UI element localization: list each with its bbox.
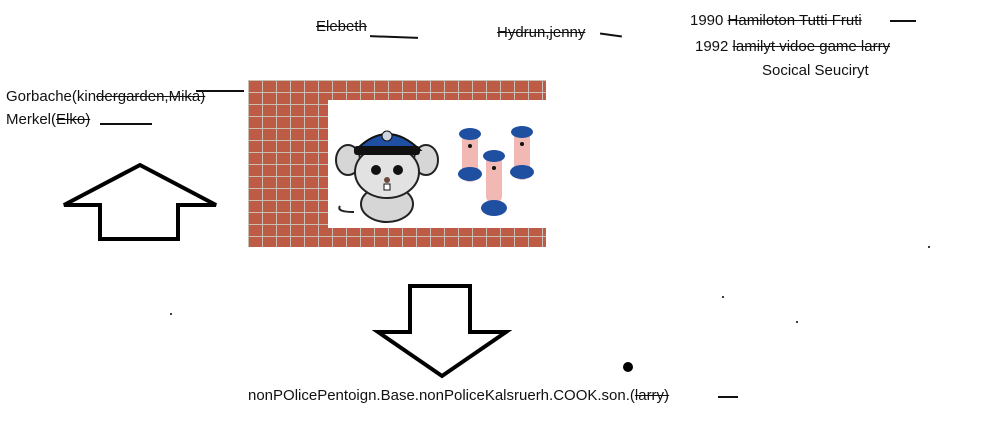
speck	[170, 313, 172, 315]
struck-1990: Hamiloton Tutti Fruti	[727, 12, 862, 29]
speck	[796, 321, 798, 323]
bottom-struck: larry)	[634, 387, 670, 404]
label-social: Socical Seuciryt	[762, 62, 869, 80]
police-figures-icon	[458, 126, 534, 216]
scribble-line	[890, 20, 916, 22]
label-bottom: nonPOlicePentoign.Base.nonPoliceKalsruer…	[248, 387, 669, 405]
label-merkel: Merkel(Elko)	[6, 111, 90, 129]
label-hydrun: Hydrun,jenny	[497, 24, 585, 42]
image-panel	[328, 100, 548, 228]
down-arrow-icon	[372, 284, 512, 379]
gorbache-struck: dergarden,	[96, 88, 169, 105]
year-1990: 1990	[690, 12, 728, 29]
gorbache-end: Mika)	[168, 88, 206, 105]
year-1992: 1992	[695, 38, 733, 55]
label-elebeth: Elebeth	[316, 18, 367, 36]
scribble-line	[196, 90, 244, 92]
elebeth-text: Elebeth	[316, 18, 367, 35]
label-1990: 1990 Hamiloton Tutti Fruti	[690, 12, 862, 30]
scribble-line	[718, 396, 738, 398]
struck-1992: lamilyt vidoe game larry	[732, 38, 891, 55]
bottom-plain: nonPOlicePentoign.Base.nonPoliceKalsruer…	[248, 387, 635, 404]
speck	[722, 296, 724, 298]
merkel-plain: Merkel(	[6, 111, 57, 128]
up-arrow-icon	[63, 163, 217, 241]
merkel-struck: Elko)	[56, 111, 91, 128]
speck	[928, 246, 930, 248]
gorbache-plain: Gorbache(kin	[6, 88, 97, 105]
social-text: Socical Seuciryt	[762, 62, 869, 79]
hydrun-text: Hydrun,jenny	[497, 24, 586, 41]
label-gorbache: Gorbache(kindergarden,Mika)	[6, 88, 205, 106]
scribble-line	[100, 123, 152, 125]
black-dot	[623, 362, 633, 372]
police-mouse-icon	[335, 130, 439, 223]
label-1992: 1992 lamilyt vidoe game larry	[695, 38, 890, 56]
scribble-line	[369, 35, 419, 39]
scribble-line	[600, 32, 622, 38]
